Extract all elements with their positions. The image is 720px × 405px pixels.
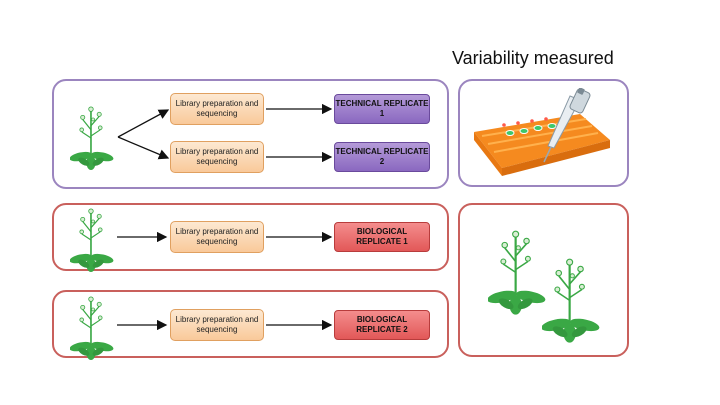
library-prep-box-tech1: Library preparation and sequencing: [170, 93, 264, 125]
plant-icon: [70, 296, 114, 361]
pipette-plate-icon: [474, 88, 610, 176]
library-prep-box-bio2: Library preparation and sequencing: [170, 309, 264, 341]
library-prep-box-tech2: Library preparation and sequencing: [170, 141, 264, 173]
biological-replicate-1-box: BIOLOGICAL REPLICATE 1: [334, 222, 430, 252]
plant-icon: [70, 208, 114, 273]
technical-replicate-2-box: TECHNICAL REPLICATE 2: [334, 142, 430, 172]
variability-measured-heading: Variability measured: [452, 48, 614, 68]
plant-icon: [70, 106, 114, 171]
plant-icon: [488, 230, 546, 316]
technical-replicate-1-box: TECHNICAL REPLICATE 1: [334, 94, 430, 124]
arrow-plant-to-tech1: [117, 109, 170, 138]
arrow-plant-to-tech2: [117, 136, 170, 160]
biological-variability-panel: [458, 203, 629, 357]
biological-replicate-2-box: BIOLOGICAL REPLICATE 2: [334, 310, 430, 340]
plant-icon: [542, 258, 600, 344]
library-prep-box-bio1: Library preparation and sequencing: [170, 221, 264, 253]
